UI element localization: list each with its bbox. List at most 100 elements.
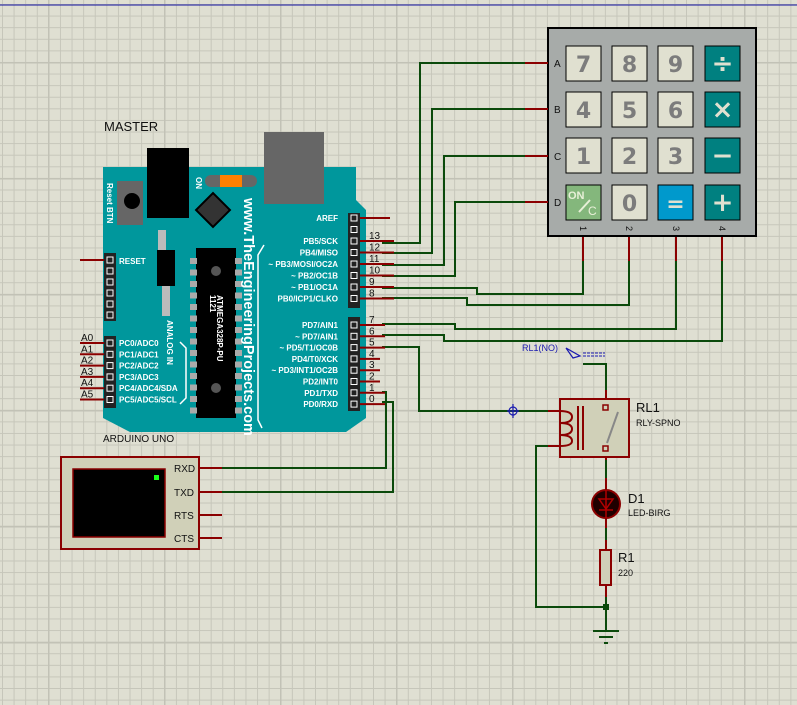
- mcu-pin: [190, 396, 197, 402]
- key-multiply[interactable]: ×: [704, 91, 741, 128]
- digital-pin-number: 6: [369, 326, 375, 337]
- mcu-pin: [190, 327, 197, 333]
- wire-relay-no[interactable]: [583, 363, 607, 390]
- usb-chip: [194, 191, 232, 229]
- wire-13-row-a[interactable]: [382, 62, 525, 244]
- wire-12-row-b[interactable]: [382, 108, 525, 254]
- mcu-pin: [235, 292, 242, 299]
- digital-pin-label: ~ PD7/AIN1: [295, 332, 338, 341]
- key-7[interactable]: 7: [565, 45, 602, 82]
- net-label-rl1-no[interactable]: RL1(NO): [522, 343, 605, 359]
- keypad-row-label: D: [554, 198, 561, 209]
- terminal-pin-rts: RTS: [174, 511, 194, 522]
- wire-0-txd[interactable]: [222, 401, 394, 493]
- relay-contact-bottom: [602, 445, 609, 452]
- key-on-clear[interactable]: ONC: [565, 184, 602, 221]
- key-face: [704, 137, 741, 174]
- arduino-uno[interactable]: MASTER Reset BTN ON ANALOG IN 1121 ATMEG…: [80, 119, 394, 445]
- terminal-indicator: [154, 475, 159, 480]
- resistor-ref: R1: [618, 550, 635, 565]
- keypad-col-label: 4: [717, 226, 727, 231]
- digital-pin-label: PD1/TXD: [304, 389, 338, 398]
- header-socket: [350, 378, 358, 385]
- resistor-r1[interactable]: R1 220: [599, 540, 635, 597]
- relay-part: RLY-SPNO: [636, 418, 681, 428]
- wire-9-col-1[interactable]: [382, 261, 584, 295]
- on-led-label: ON: [194, 177, 203, 189]
- header-socket: [350, 355, 358, 363]
- arduino-label-master: MASTER: [104, 119, 158, 134]
- keypad-col-label: 3: [671, 226, 681, 231]
- on-led: [220, 175, 242, 187]
- junction-dot: [603, 604, 609, 610]
- header-socket: [350, 344, 358, 352]
- regulator-leg-2: [162, 286, 170, 316]
- key-label: 9: [668, 53, 683, 78]
- relay-contact-top: [602, 404, 609, 411]
- key-divide[interactable]: ÷: [704, 45, 741, 82]
- key-face: [565, 91, 602, 128]
- regulator-leg: [158, 230, 166, 252]
- relay-ref: RL1: [636, 400, 660, 415]
- mcu-pin: [235, 315, 242, 322]
- analog-pin-number: A1: [81, 344, 94, 355]
- mcu-pin: [190, 258, 197, 264]
- key-label: 3: [668, 145, 683, 170]
- key-6[interactable]: 6: [657, 91, 694, 128]
- key-minus[interactable]: −: [704, 137, 741, 174]
- key-label: 2: [622, 145, 637, 170]
- key-label: 5: [622, 99, 637, 124]
- digital-pin-number: 8: [369, 289, 375, 300]
- key-9[interactable]: 9: [657, 45, 694, 82]
- led-ref: D1: [628, 491, 645, 506]
- relay-rl1[interactable]: RL1 RLY-SPNO: [548, 390, 681, 460]
- key-1[interactable]: 1: [565, 137, 602, 174]
- analog-pin-label: PC4/ADC4/SDA: [119, 384, 178, 393]
- wire-8-col-2[interactable]: [382, 261, 630, 306]
- key-0[interactable]: 0: [611, 184, 648, 221]
- digital-pin-number: 9: [369, 277, 375, 288]
- mcu-pin: [235, 396, 242, 402]
- wire-11-row-c[interactable]: [382, 155, 525, 266]
- keypad-row-label: B: [554, 105, 561, 116]
- digital-pin-label: ~ PD5/T1/OC0B: [280, 344, 339, 353]
- resistor-value: 220: [618, 568, 633, 578]
- key-plus[interactable]: +: [704, 184, 741, 221]
- header-socket: [350, 260, 358, 268]
- mcu-dot: [211, 266, 221, 276]
- wire-5-relay[interactable]: [382, 346, 548, 412]
- led-d1[interactable]: D1 LED-BIRG: [591, 478, 671, 528]
- bracket-right: [257, 244, 265, 429]
- key-8[interactable]: 8: [611, 45, 648, 82]
- mcu-pin: [235, 361, 242, 368]
- terminal-pin-cts: CTS: [174, 534, 194, 545]
- key-equals[interactable]: =: [657, 184, 694, 221]
- key-face: [611, 45, 648, 82]
- digital-pin-label: AREF: [316, 214, 338, 223]
- mcu-pin: [190, 304, 197, 310]
- wire-6-col-4[interactable]: [382, 261, 723, 342]
- analog-pin-label: PC5/ADC5/SCL: [119, 396, 177, 405]
- header-socket: [350, 389, 358, 397]
- key-label: −: [712, 141, 734, 171]
- key-5[interactable]: 5: [611, 91, 648, 128]
- terminal-screen: [72, 468, 166, 538]
- wire-10-row-d[interactable]: [382, 201, 525, 277]
- probe-marker-icon[interactable]: [507, 404, 519, 418]
- mcu-label-1: 1121: [208, 295, 217, 313]
- header-socket: [350, 366, 358, 374]
- mcu-pin: [235, 269, 242, 276]
- key-2[interactable]: 2: [611, 137, 648, 174]
- digital-pin-number: 2: [369, 372, 375, 383]
- digital-pin-label: PD4/T0/XCK: [292, 355, 338, 364]
- key-4[interactable]: 4: [565, 91, 602, 128]
- header-socket: [350, 295, 358, 302]
- key-3[interactable]: 3: [657, 137, 694, 174]
- key-label: =: [666, 192, 684, 217]
- key-label: 1: [576, 145, 591, 170]
- wire-7-col-3[interactable]: [382, 261, 677, 330]
- wire-relay-ground[interactable]: [535, 445, 606, 608]
